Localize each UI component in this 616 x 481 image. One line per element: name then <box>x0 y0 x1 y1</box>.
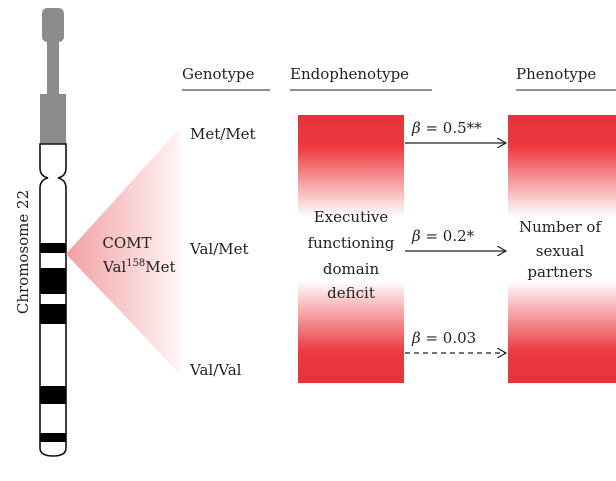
phenotype-line-3: partners <box>527 263 592 281</box>
endophenotype-line-2: functioning <box>308 234 395 252</box>
chromosome-p-arm <box>40 94 66 144</box>
genotype-val-val: Val/Val <box>189 361 242 379</box>
genotype-val-met: Val/Met <box>189 240 249 258</box>
beta-value-2: = 0.2* <box>421 227 475 245</box>
header-phenotype: Phenotype <box>516 65 596 83</box>
chromosome-22 <box>39 8 67 457</box>
beta-symbol-3: β <box>411 329 421 347</box>
header-endophenotype: Endophenotype <box>290 65 409 83</box>
chromosome-band-5 <box>40 433 66 442</box>
endophenotype-line-1: Executive <box>314 208 389 226</box>
beta-value-3: = 0.03 <box>421 329 477 347</box>
chromosome-band-3 <box>40 304 66 324</box>
genotype-met-met: Met/Met <box>190 125 256 143</box>
chromosome-band-2 <box>40 268 66 294</box>
beta-label-val-met: β = 0.2* <box>411 227 475 245</box>
phenotype-line-2: sexual <box>536 242 585 260</box>
phenotype-line-1: Number of <box>519 218 602 236</box>
beta-symbol-2: β <box>411 227 421 245</box>
chromosome-q-arm <box>39 143 67 457</box>
gene-variant-prefix: Val <box>102 258 126 276</box>
endophenotype-line-3: domain <box>323 260 380 278</box>
gene-variant-suffix: Met <box>145 258 175 276</box>
beta-symbol-1: β <box>411 119 421 137</box>
chromosome-p-arm-tip <box>42 8 64 42</box>
beta-label-val-val: β = 0.03 <box>411 329 476 347</box>
beta-value-1: = 0.5** <box>421 119 482 137</box>
endophenotype-line-4: deficit <box>327 284 375 302</box>
gene-variant-superscript: 158 <box>126 258 145 269</box>
chromosome-stalk <box>47 40 59 96</box>
chromosome-band-1 <box>40 243 66 253</box>
phenotype-box <box>508 115 616 383</box>
chromosome-band-4 <box>40 386 66 404</box>
gene-name: COMT <box>102 234 151 252</box>
endophenotype-box <box>298 115 404 383</box>
locus-wedge <box>66 128 180 374</box>
beta-label-met-met: β = 0.5** <box>411 119 482 137</box>
chromosome-label: Chromosome 22 <box>14 190 32 314</box>
header-genotype: Genotype <box>182 65 255 83</box>
gene-variant: Val158Met <box>102 258 176 276</box>
